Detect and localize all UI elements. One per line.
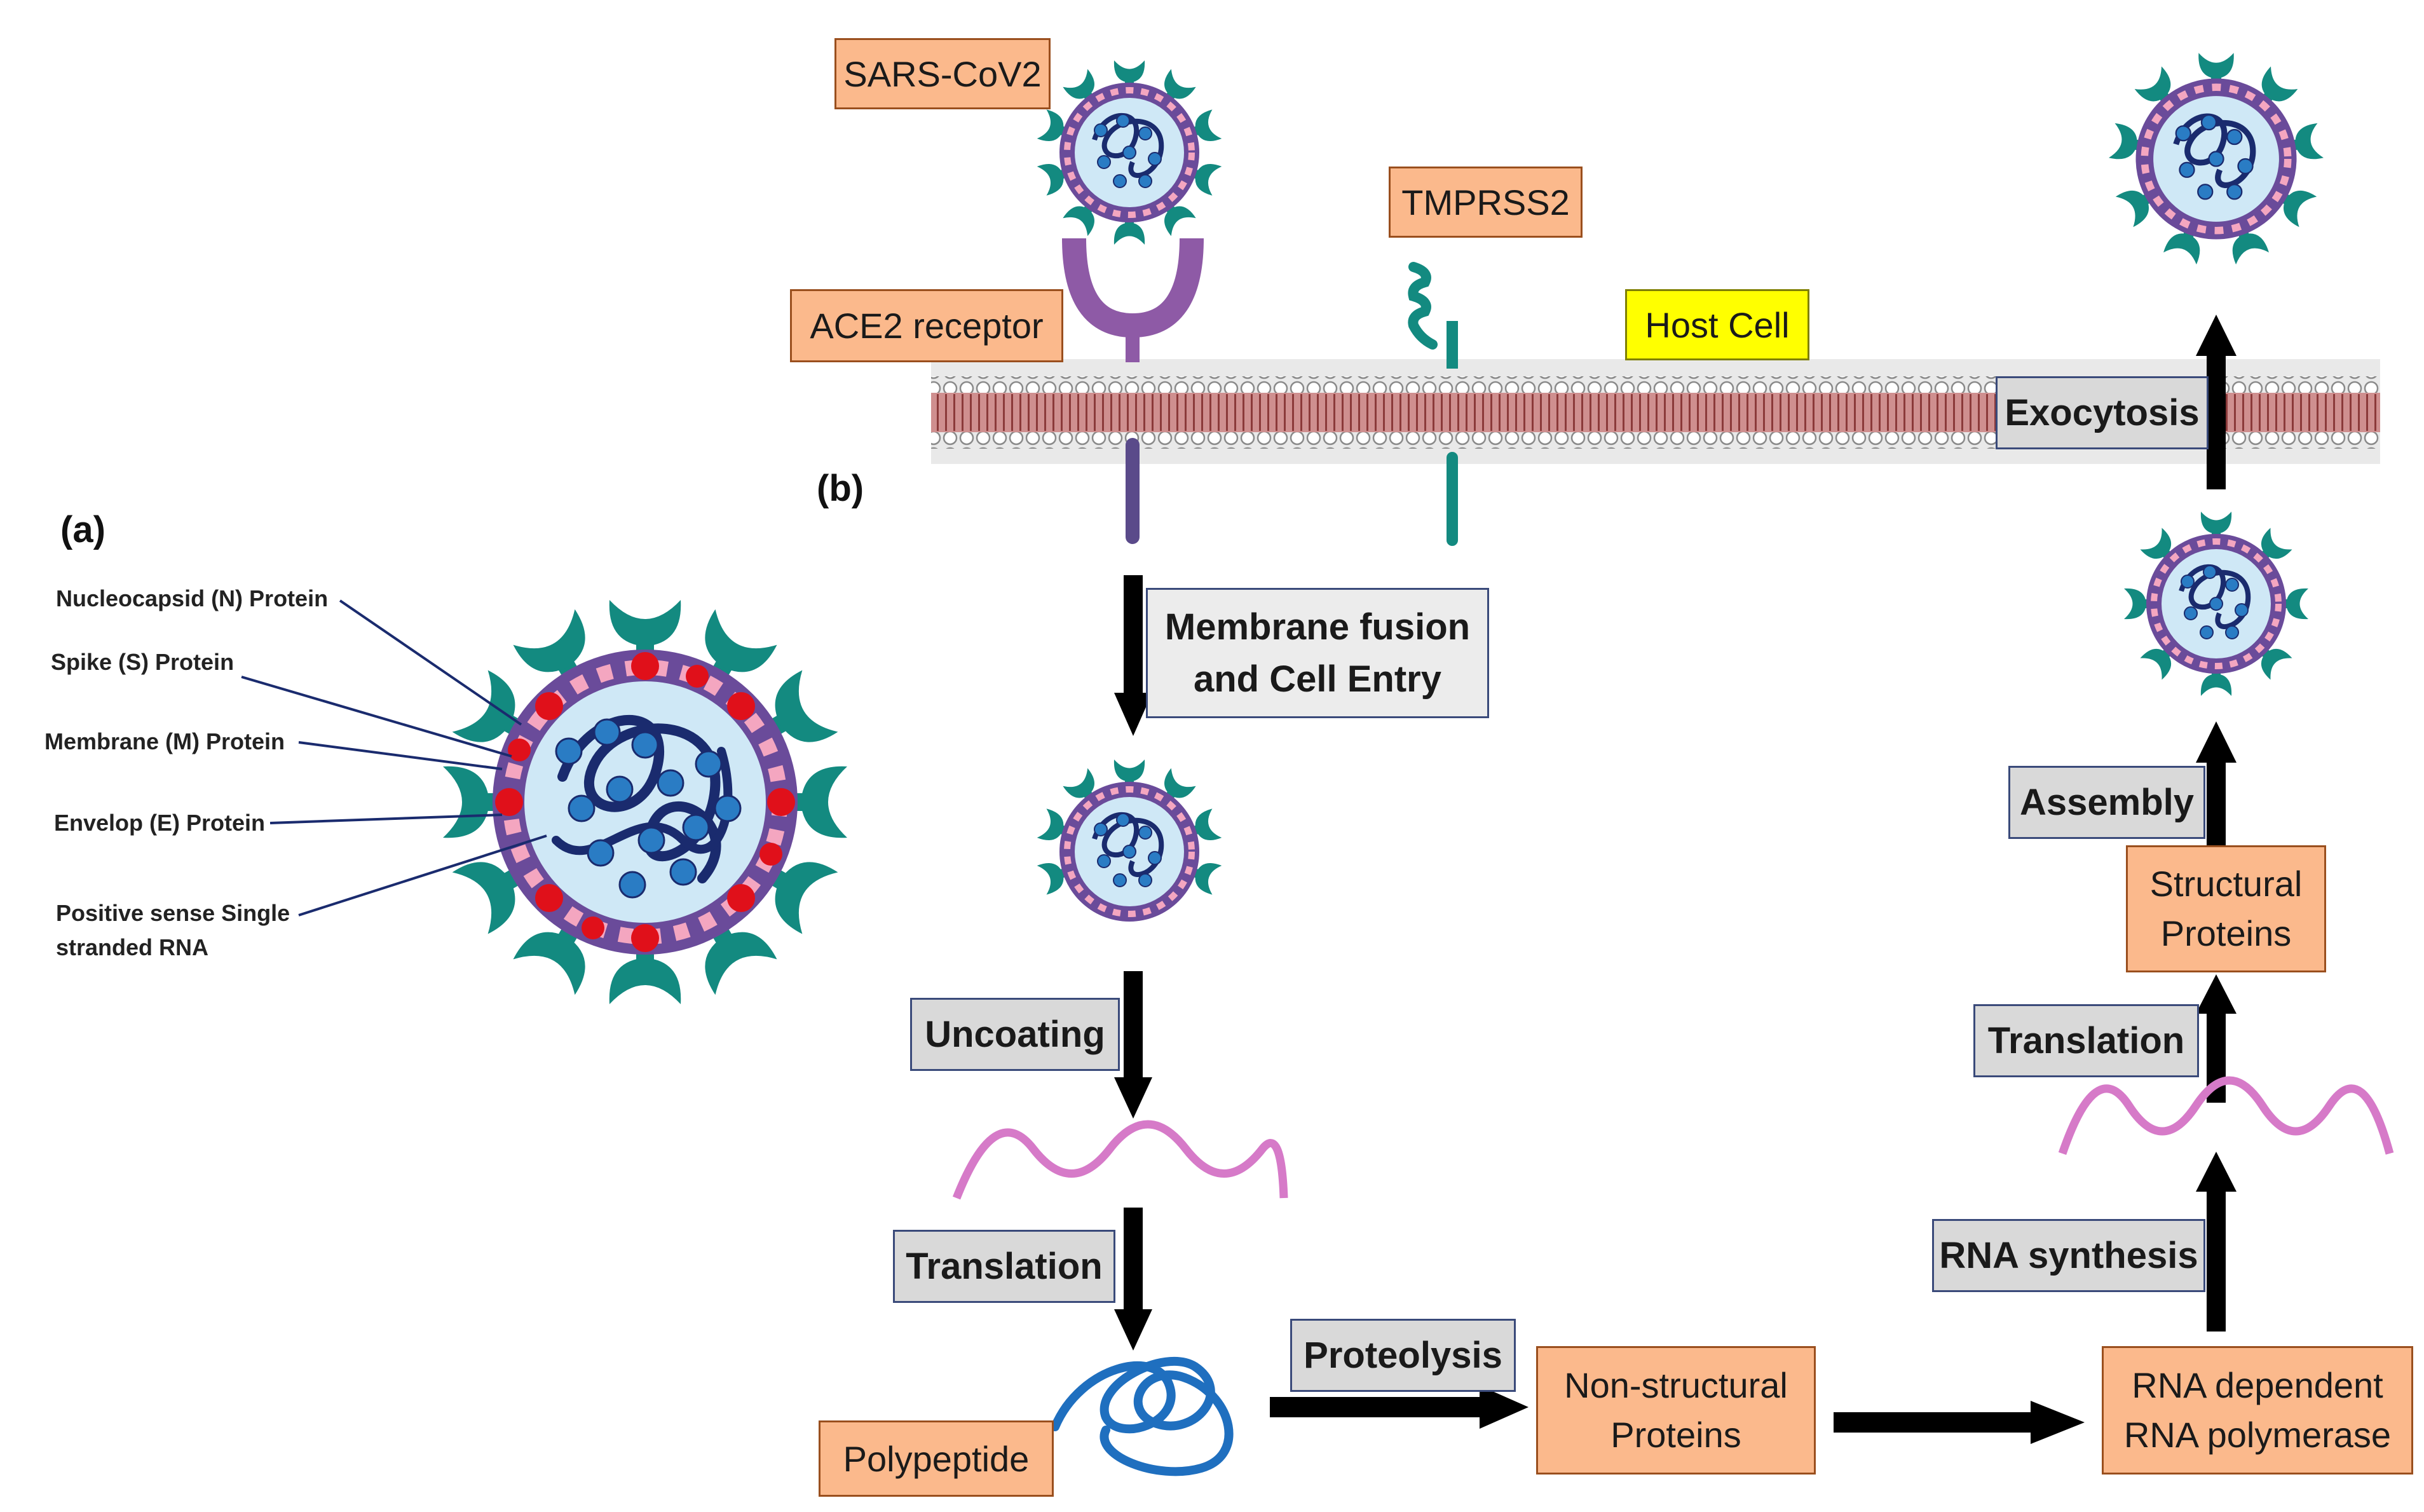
virion-icon xyxy=(2108,53,2324,265)
non-structural-line1: Non-structural xyxy=(1564,1365,1788,1405)
annotation-leaders xyxy=(241,599,547,916)
mrna-wave-icon xyxy=(2058,1076,2394,1155)
membrane-fusion-line2: and Cell Entry xyxy=(1194,658,1441,700)
uncoating-step: Uncoating xyxy=(910,998,1120,1071)
rna-polymerase-line1: RNA dependent xyxy=(2132,1365,2383,1405)
translation-step-1: Translation xyxy=(893,1230,1115,1303)
structural-line1: Structural xyxy=(2149,863,2303,904)
rna-label-line1: Positive sense Single xyxy=(56,900,290,926)
structural-proteins-label: Structural Proteins xyxy=(2126,845,2326,972)
envelope-label: Envelop (E) Protein xyxy=(54,810,266,836)
non-structural-proteins-label: Non-structural Proteins xyxy=(1536,1346,1816,1475)
virion-icon xyxy=(1037,60,1222,245)
rna-label-line2: stranded RNA xyxy=(56,934,209,960)
tmprss2-label: TMPRSS2 xyxy=(1389,167,1583,238)
membrane-fusion-step: Membrane fusion and Cell Entry xyxy=(1146,588,1489,718)
rna-label: Positive sense Single stranded RNA xyxy=(56,896,290,965)
sars-cov2-label: SARS-CoV2 xyxy=(834,38,1051,109)
structural-line2: Proteins xyxy=(2160,913,2292,953)
membrane-label: Membrane (M) Protein xyxy=(44,728,285,754)
rna-polymerase-line2: RNA polymerase xyxy=(2123,1415,2392,1455)
panel-b-label: (b) xyxy=(817,468,864,509)
ace2-receptor-icon xyxy=(1062,238,1204,544)
virion-icon xyxy=(1028,759,1231,971)
exocytosis-step: Exocytosis xyxy=(1996,376,2209,449)
spike-label: Spike (S) Protein xyxy=(51,649,235,675)
assembly-step: Assembly xyxy=(2008,766,2205,839)
virion-icon xyxy=(2124,512,2308,696)
tmprss2-protease-icon xyxy=(1408,262,1458,546)
polypeptide-label: Polypeptide xyxy=(819,1420,1054,1497)
nucleocapsid-label: Nucleocapsid (N) Protein xyxy=(56,585,329,611)
proteolysis-step: Proteolysis xyxy=(1290,1319,1516,1392)
mrna-wave-icon xyxy=(952,1120,1288,1200)
panel-a-label: (a) xyxy=(60,509,106,550)
rna-synthesis-step: RNA synthesis xyxy=(1932,1219,2205,1292)
translation-step-2: Translation xyxy=(1973,1004,2199,1077)
host-cell-label: Host Cell xyxy=(1625,289,1809,360)
virion-icon xyxy=(443,600,847,1004)
ace2-label: ACE2 receptor xyxy=(790,289,1063,362)
polypeptide-coil-icon xyxy=(1051,1356,1234,1476)
non-structural-line2: Proteins xyxy=(1610,1415,1741,1455)
membrane-fusion-line1: Membrane fusion xyxy=(1164,606,1471,648)
rna-polymerase-label: RNA dependent RNA polymerase xyxy=(2102,1346,2413,1475)
